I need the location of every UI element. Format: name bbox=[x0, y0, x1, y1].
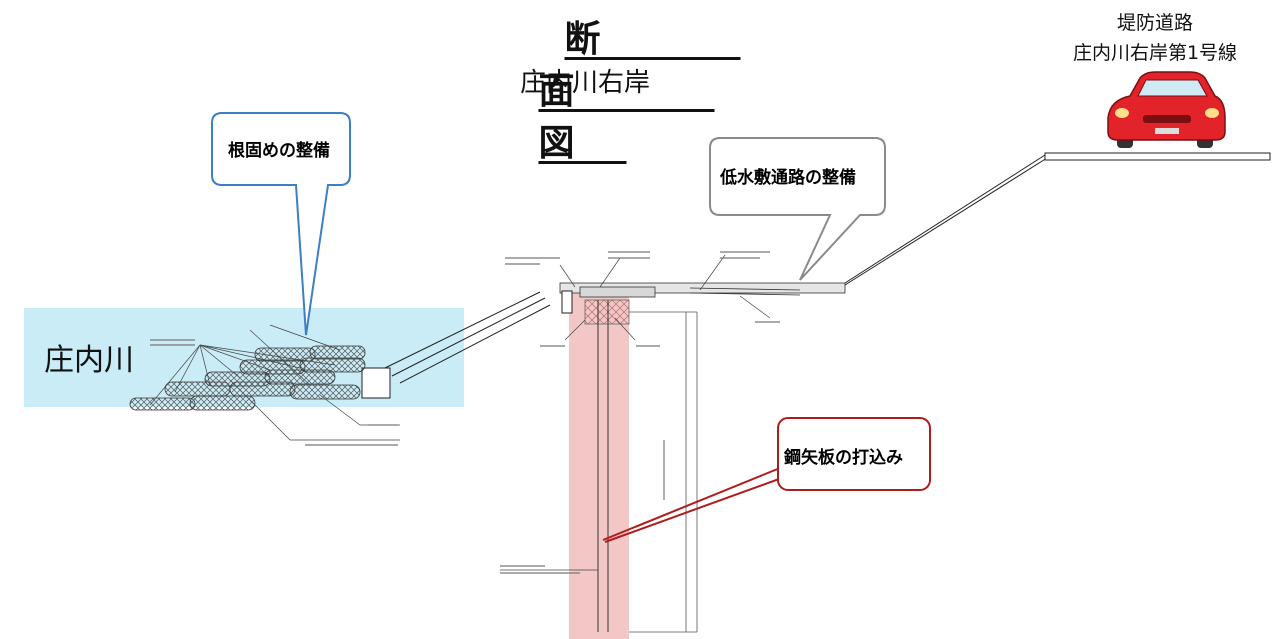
levee-slope bbox=[844, 152, 1271, 286]
river-label: 庄内川 bbox=[44, 343, 134, 378]
dimension-lines bbox=[629, 311, 698, 633]
callout-bank-protection-bubble bbox=[211, 112, 351, 336]
car-icon bbox=[1107, 71, 1226, 148]
annotation-leaders bbox=[149, 254, 771, 571]
blueprint-label-marks bbox=[150, 251, 780, 574]
page-subtitle: 庄内川右岸 bbox=[519, 68, 650, 98]
page-title: 断 面 図 bbox=[538, 19, 741, 164]
sheet-pile-zone bbox=[569, 292, 629, 639]
sheet-pile bbox=[597, 300, 609, 632]
callout-sheet-pile-text: 鋼矢板の打込み bbox=[784, 448, 903, 468]
road-label: 堤防道路 庄内川右岸第1号線 bbox=[1030, 8, 1280, 68]
bank-protection-blocks bbox=[129, 345, 366, 411]
callout-low-water-path-bubble bbox=[709, 137, 886, 281]
revetment-slope bbox=[361, 290, 573, 399]
road-label-line2: 庄内川右岸第1号線 bbox=[1072, 42, 1238, 64]
foundation-block bbox=[584, 299, 630, 325]
callout-low-water-path-text: 低水敷通路の整備 bbox=[720, 168, 856, 188]
callout-sheet-pile-bubble bbox=[602, 417, 931, 543]
low-water-path bbox=[559, 282, 846, 298]
road-label-line1: 堤防道路 bbox=[1116, 12, 1193, 34]
callout-bank-protection-text: 根固めの整備 bbox=[228, 141, 330, 161]
